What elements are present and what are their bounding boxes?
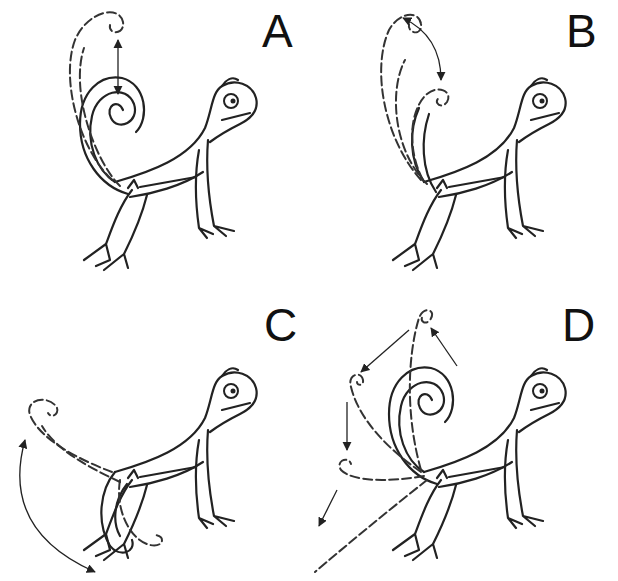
tail-position	[381, 15, 421, 180]
panel-letter: D	[562, 302, 595, 348]
motion-arrow	[431, 328, 457, 366]
tail-position	[315, 480, 427, 572]
chameleon-body	[84, 368, 257, 560]
tail-position	[410, 310, 432, 470]
panel-d	[315, 310, 566, 572]
tail-position	[396, 60, 427, 184]
tail-position	[42, 426, 120, 482]
motion-arrow	[319, 490, 337, 526]
tail-position	[340, 460, 424, 480]
tail-position	[119, 480, 162, 545]
motion-arrow	[403, 18, 441, 80]
hanging-tail	[101, 472, 132, 553]
panel-letter: B	[566, 8, 597, 54]
panel-b	[381, 15, 566, 270]
coiled-tail	[399, 382, 444, 472]
tail-position	[350, 375, 421, 472]
raised-tail	[80, 48, 120, 186]
motion-arrow	[117, 40, 118, 94]
tail-position	[412, 89, 448, 180]
motion-arrow	[346, 402, 347, 450]
panel-a	[70, 12, 257, 270]
raised-tail	[70, 12, 123, 180]
tail-position	[29, 400, 112, 472]
panel-letter: C	[264, 302, 297, 348]
motion-arrow	[20, 440, 95, 572]
raised-tail	[424, 114, 436, 192]
raised-tail	[412, 108, 424, 182]
motion-arrow	[361, 330, 409, 372]
coiled-tail	[90, 92, 135, 182]
panel-letter: A	[262, 8, 293, 54]
panel-c	[20, 368, 257, 572]
